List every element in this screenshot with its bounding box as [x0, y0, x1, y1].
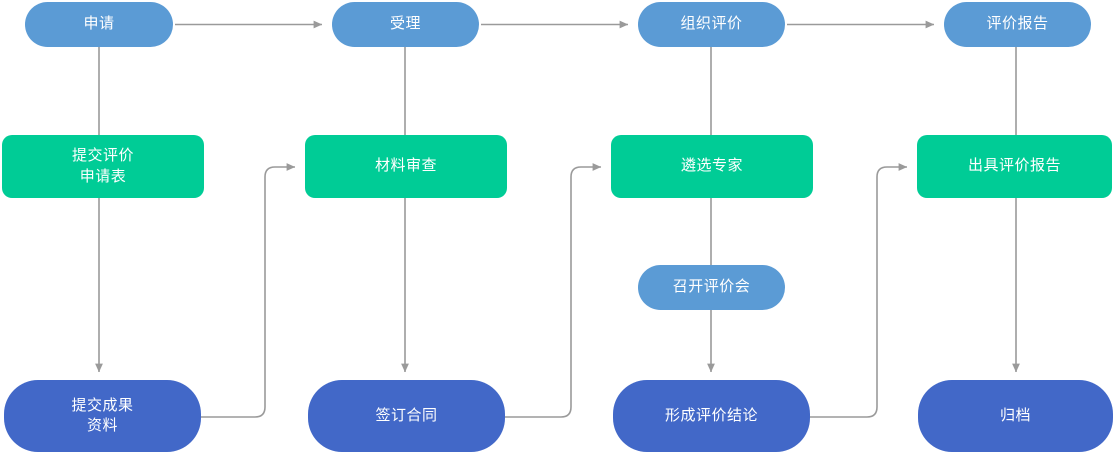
- node-label: 评价报告: [986, 15, 1049, 33]
- node-n1[interactable]: 申请: [25, 2, 173, 47]
- node-n10[interactable]: 提交成果 资料: [4, 380, 201, 452]
- edge-n12-to-n8: [810, 163, 908, 418]
- node-n11[interactable]: 签订合同: [308, 380, 505, 452]
- node-label: 提交成果 资料: [71, 396, 134, 434]
- node-n2[interactable]: 受理: [332, 2, 479, 47]
- edge-n11-to-n7: [505, 163, 602, 418]
- node-n13[interactable]: 归档: [918, 380, 1113, 452]
- node-label: 受理: [389, 15, 421, 33]
- node-label: 材料审查: [374, 157, 437, 175]
- node-n3[interactable]: 组织评价: [638, 2, 785, 47]
- node-n8[interactable]: 出具评价报告: [917, 135, 1112, 198]
- node-n12[interactable]: 形成评价结论: [613, 380, 810, 452]
- node-label: 归档: [999, 406, 1031, 424]
- edge-n10-to-n6: [201, 163, 296, 418]
- node-label: 提交评价 申请表: [71, 147, 134, 185]
- node-label: 申请: [83, 15, 115, 33]
- node-n7[interactable]: 遴选专家: [611, 135, 813, 198]
- node-label: 形成评价结论: [664, 406, 758, 424]
- node-label: 召开评价会: [672, 278, 751, 296]
- node-label: 出具评价报告: [967, 157, 1061, 175]
- node-n5[interactable]: 提交评价 申请表: [2, 135, 204, 198]
- node-n4[interactable]: 评价报告: [944, 2, 1091, 47]
- node-label: 组织评价: [680, 15, 743, 33]
- node-label: 遴选专家: [680, 157, 743, 175]
- node-n9[interactable]: 召开评价会: [638, 265, 785, 310]
- node-n6[interactable]: 材料审查: [305, 135, 507, 198]
- node-label: 签订合同: [375, 406, 438, 424]
